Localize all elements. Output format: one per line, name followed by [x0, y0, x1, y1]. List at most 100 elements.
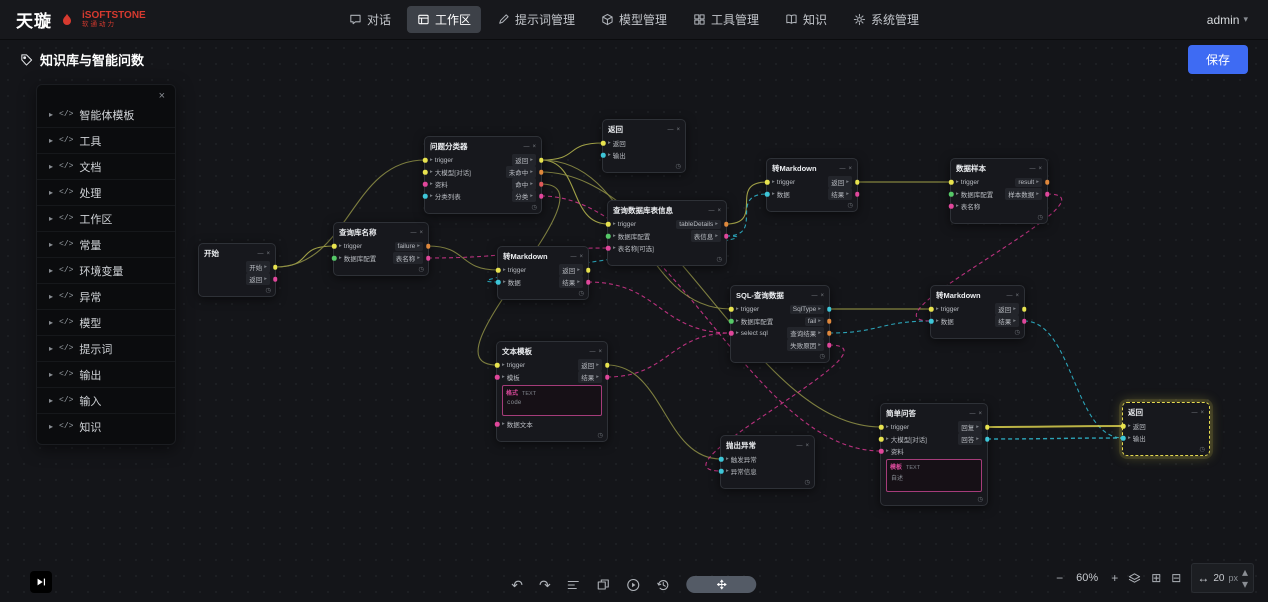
- output-port[interactable]: 返回▸: [995, 303, 1019, 315]
- port-dot[interactable]: [539, 170, 544, 175]
- node-throwErr[interactable]: 抛出异常—×▸触发异常▸异常信息◷: [720, 435, 815, 489]
- palette-item-7[interactable]: ▸</>异常: [37, 284, 175, 310]
- node-mdUp[interactable]: 转Markdown—×▸trigger返回▸▸数据结果▸◷: [766, 158, 858, 212]
- input-port[interactable]: ▸trigger: [430, 157, 453, 164]
- minimize-icon[interactable]: —: [589, 349, 595, 355]
- save-button[interactable]: 保存: [1188, 45, 1248, 74]
- output-port[interactable]: 结果▸: [995, 315, 1019, 327]
- port-dot[interactable]: [985, 425, 990, 430]
- output-port[interactable]: 结果▸: [578, 371, 602, 383]
- snap-icon[interactable]: ⊟: [1171, 572, 1181, 584]
- palette-item-1[interactable]: ▸</>工具: [37, 128, 175, 154]
- output-port[interactable]: 开始▸: [246, 261, 270, 273]
- move-tool-button[interactable]: [687, 576, 757, 593]
- close-icon[interactable]: ×: [1038, 166, 1042, 172]
- close-icon[interactable]: ×: [419, 230, 423, 236]
- close-icon[interactable]: ×: [820, 293, 824, 299]
- input-port[interactable]: ▸trigger: [503, 267, 526, 274]
- close-icon[interactable]: ×: [159, 91, 165, 102]
- input-port[interactable]: ▸输出: [1128, 433, 1146, 443]
- nav-item-5[interactable]: 知识: [775, 6, 837, 33]
- minimize-icon[interactable]: —: [1006, 293, 1012, 299]
- port-dot[interactable]: [606, 234, 611, 239]
- port-dot[interactable]: [719, 457, 724, 462]
- port-dot[interactable]: [273, 277, 278, 282]
- input-port[interactable]: ▸异常信息: [726, 466, 757, 476]
- output-port[interactable]: 分类▸: [512, 190, 536, 202]
- minimize-icon[interactable]: —: [708, 208, 714, 214]
- port-dot[interactable]: [605, 363, 610, 368]
- port-dot[interactable]: [1022, 307, 1027, 312]
- port-dot[interactable]: [929, 319, 934, 324]
- close-icon[interactable]: ×: [532, 144, 536, 150]
- port-dot[interactable]: [601, 153, 606, 158]
- input-port[interactable]: ▸数据: [936, 316, 954, 326]
- close-icon[interactable]: ×: [1200, 410, 1204, 416]
- output-port[interactable]: 结果▸: [559, 276, 583, 288]
- port-dot[interactable]: [719, 469, 724, 474]
- output-port[interactable]: 返回▸: [828, 176, 852, 188]
- port-dot[interactable]: [496, 268, 501, 273]
- minimize-icon[interactable]: —: [570, 254, 576, 260]
- port-dot[interactable]: [332, 244, 337, 249]
- port-dot[interactable]: [423, 194, 428, 199]
- close-icon[interactable]: ×: [848, 166, 852, 172]
- port-dot[interactable]: [539, 158, 544, 163]
- output-port[interactable]: tableDetails▸: [676, 220, 721, 229]
- flow-canvas[interactable]: × ▸</>智能体模板▸</>工具▸</>文档▸</>处理▸</>工作区▸</>…: [0, 40, 1268, 602]
- node-returnSel[interactable]: 返回—×▸返回▸输出◷: [1122, 402, 1210, 456]
- palette-item-4[interactable]: ▸</>工作区: [37, 206, 175, 232]
- nav-item-3[interactable]: 模型管理: [591, 6, 677, 33]
- grid-size-stepper[interactable]: ▴▾: [1242, 566, 1248, 590]
- port-dot[interactable]: [495, 422, 500, 427]
- port-dot[interactable]: [606, 246, 611, 251]
- input-port[interactable]: ▸模板: [502, 372, 520, 382]
- input-port[interactable]: ▸trigger: [886, 424, 909, 431]
- input-port[interactable]: ▸资料: [886, 446, 904, 456]
- nav-item-0[interactable]: 对话: [339, 6, 401, 33]
- layers-icon[interactable]: [1128, 572, 1141, 585]
- palette-item-8[interactable]: ▸</>模型: [37, 310, 175, 336]
- close-icon[interactable]: ×: [1015, 293, 1019, 299]
- input-port[interactable]: ▸返回: [608, 138, 626, 148]
- input-port[interactable]: ▸数据: [503, 277, 521, 287]
- output-port[interactable]: 失败原因▸: [787, 339, 824, 351]
- minimize-icon[interactable]: —: [257, 251, 263, 257]
- port-dot[interactable]: [729, 319, 734, 324]
- node-template[interactable]: 文本模板—×▸trigger返回▸▸模板结果▸格式TEXTcode▸数据文本◷: [496, 341, 608, 442]
- code-editor[interactable]: 格式TEXTcode: [502, 385, 602, 416]
- palette-item-0[interactable]: ▸</>智能体模板: [37, 102, 175, 128]
- port-dot[interactable]: [1045, 180, 1050, 185]
- close-icon[interactable]: ×: [978, 411, 982, 417]
- undo-icon[interactable]: ↶: [511, 578, 523, 592]
- output-port[interactable]: 样本数据▸: [1005, 188, 1042, 200]
- input-port[interactable]: ▸trigger: [936, 306, 959, 313]
- run-icon[interactable]: [627, 578, 641, 592]
- input-port[interactable]: ▸大模型[对话]: [886, 434, 927, 444]
- port-dot[interactable]: [724, 222, 729, 227]
- port-dot[interactable]: [827, 319, 832, 324]
- port-dot[interactable]: [495, 375, 500, 380]
- output-port[interactable]: 未命中▸: [506, 166, 536, 178]
- input-port[interactable]: ▸trigger: [736, 306, 759, 313]
- port-dot[interactable]: [539, 182, 544, 187]
- port-dot[interactable]: [423, 158, 428, 163]
- input-port[interactable]: ▸trigger: [339, 243, 362, 250]
- output-port[interactable]: 结果▸: [828, 188, 852, 200]
- minimize-icon[interactable]: —: [811, 293, 817, 299]
- port-dot[interactable]: [879, 437, 884, 442]
- port-dot[interactable]: [879, 425, 884, 430]
- output-port[interactable]: 回复▸: [958, 421, 982, 433]
- history-icon[interactable]: [657, 578, 671, 592]
- port-dot[interactable]: [1121, 436, 1126, 441]
- port-dot[interactable]: [586, 268, 591, 273]
- close-icon[interactable]: ×: [598, 349, 602, 355]
- port-dot[interactable]: [879, 449, 884, 454]
- node-sample[interactable]: 数据样本—×▸triggerresult▸▸数据库配置样本数据▸▸表名称◷: [950, 158, 1048, 224]
- port-dot[interactable]: [539, 194, 544, 199]
- node-qa[interactable]: 简单问答—×▸trigger回复▸▸大模型[对话]回答▸▸资料模板TEXT自述◷: [880, 403, 988, 506]
- input-port[interactable]: ▸select sql: [736, 330, 768, 337]
- input-port[interactable]: ▸数据库配置: [956, 189, 993, 199]
- port-dot[interactable]: [426, 244, 431, 249]
- port-dot[interactable]: [855, 180, 860, 185]
